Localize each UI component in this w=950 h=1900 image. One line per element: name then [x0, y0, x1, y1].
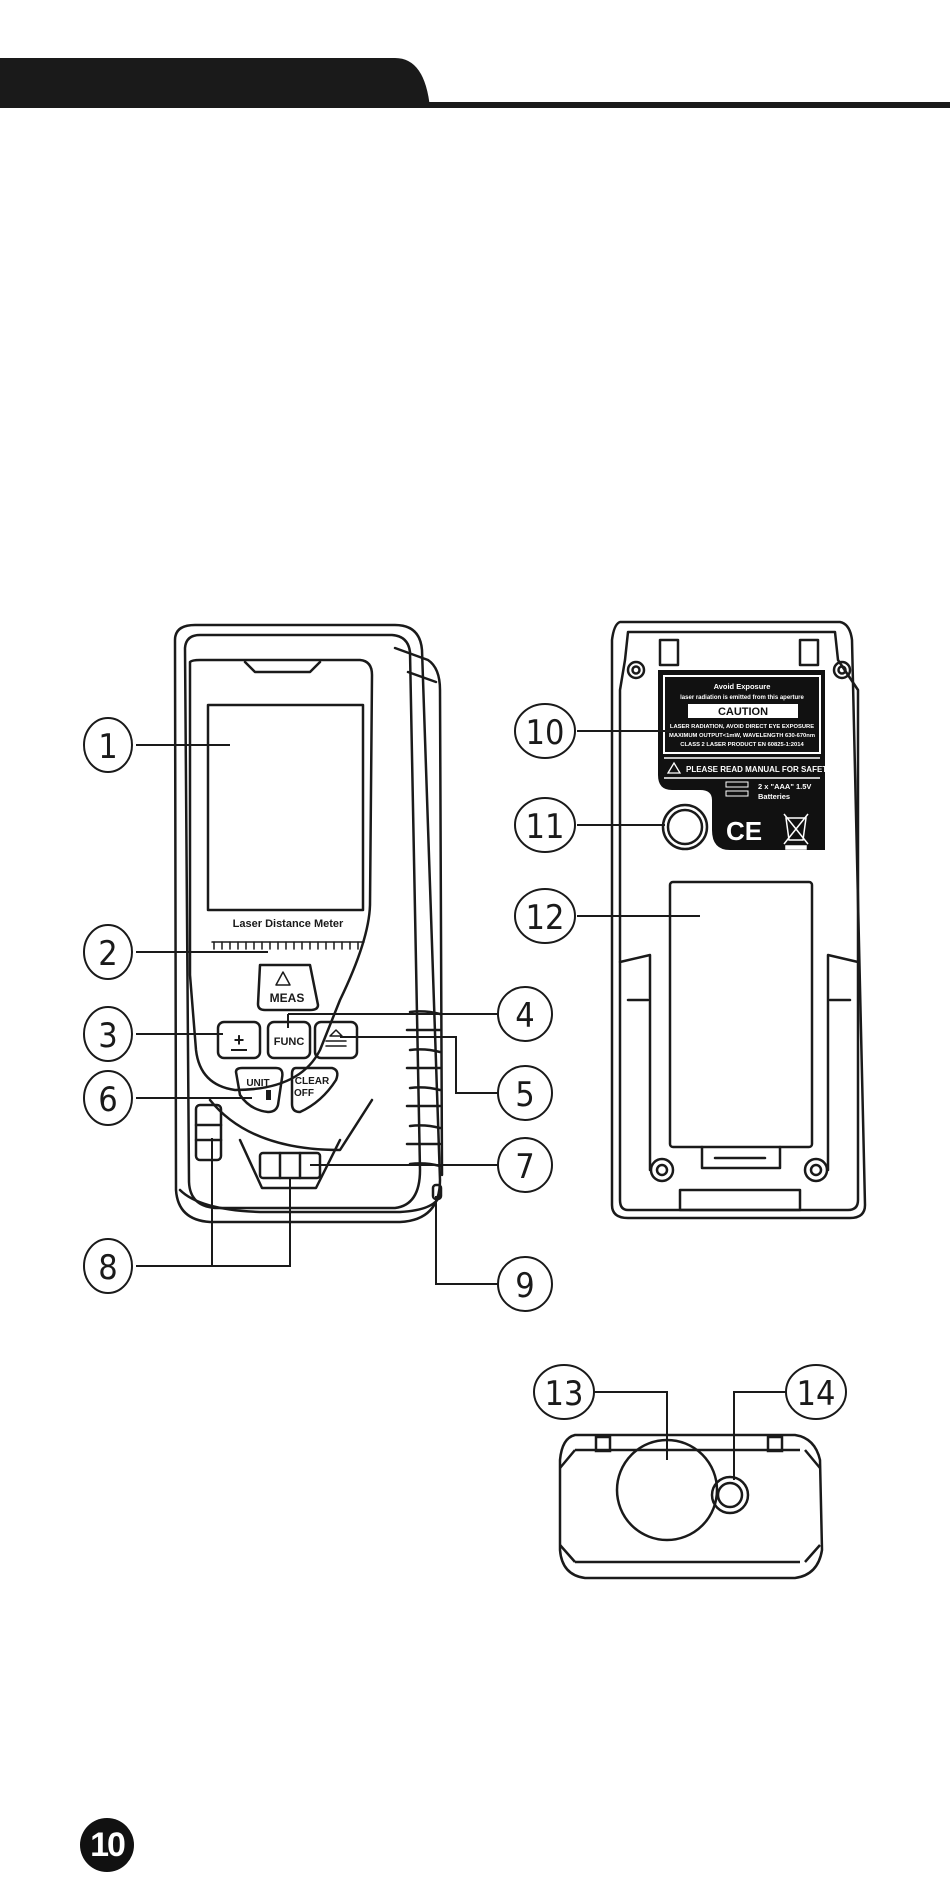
plus-minus-button: [216, 1020, 262, 1060]
label-caution: CAUTION: [718, 706, 768, 718]
memory-button: [313, 1020, 359, 1060]
screw-tl: [626, 660, 646, 680]
label-ce-mark: CE: [726, 816, 762, 846]
lcd-screen: [206, 703, 365, 912]
callout-9: [497, 1256, 553, 1312]
callout-6: [83, 1070, 133, 1126]
callout-8-number: 8: [98, 1248, 117, 1288]
label-line2: MAXIMUM OUTPUT<1mW, WAVELENGTH 630-670nm: [669, 733, 815, 739]
meas-label: MEAS: [270, 991, 305, 1005]
callout-10: [514, 703, 576, 759]
screw-br: [803, 1157, 829, 1183]
label-battery-line2: Batteries: [758, 792, 790, 801]
callout-1: [83, 717, 133, 773]
bottom-view: [558, 1433, 824, 1580]
ruler-ticks: [211, 941, 365, 950]
func-label: FUNC: [274, 1036, 305, 1048]
callout-8: [83, 1238, 133, 1294]
side-level-vial: [194, 1103, 223, 1162]
callout-9-number: 9: [515, 1266, 534, 1306]
screen-title: Laser Distance Meter: [233, 918, 344, 930]
leader-lines: [136, 730, 790, 1480]
label-line1: LASER RADIATION, AVOID DIRECT EYE EXPOSU…: [670, 724, 814, 730]
callout-4: [497, 986, 553, 1042]
label-aperture-text: laser radiation is emitted from this ape…: [680, 695, 804, 701]
plus-minus-label: +: [234, 1030, 245, 1050]
callout-3: [83, 1006, 133, 1062]
screw-tr: [832, 660, 852, 680]
tripod-mount: [661, 803, 709, 851]
label-battery-line1: 2 x "AAA" 1.5V: [758, 782, 811, 791]
callout-1-number: 1: [98, 727, 117, 767]
callout-11: [514, 797, 576, 853]
unit-label: UNIT: [246, 1078, 269, 1089]
callout-circles: [83, 703, 847, 1420]
label-read-manual: PLEASE READ MANUAL FOR SAFETY.: [686, 765, 834, 774]
clear-label: CLEAR: [295, 1076, 330, 1087]
page-number-badge: 10: [80, 1818, 134, 1872]
callout-7: [497, 1137, 553, 1193]
laser-emitter: [710, 1475, 750, 1515]
off-label: OFF: [294, 1088, 314, 1099]
back-device: [610, 620, 867, 1220]
callout-13: [533, 1364, 595, 1420]
callout-numbers: 1 2 3 4 5 6 7 8 9 10 11 12 13 14: [98, 713, 835, 1414]
callout-12: [514, 888, 576, 944]
header-bar: [0, 58, 950, 108]
callout-2-number: 2: [98, 934, 117, 974]
callout-13-number: 13: [545, 1374, 584, 1414]
label-avoid-exposure: Avoid Exposure: [714, 682, 771, 691]
callout-14: [785, 1364, 847, 1420]
front-device: [173, 623, 444, 1224]
callout-3-number: 3: [98, 1016, 117, 1056]
callout-5: [497, 1065, 553, 1121]
callout-11-number: 11: [526, 807, 565, 847]
safety-label: Avoid Exposure laser radiation is emitte…: [658, 670, 834, 850]
callout-6-number: 6: [98, 1080, 117, 1120]
callout-12-number: 12: [526, 898, 565, 938]
weee-bin-icon: [783, 813, 809, 850]
screw-bl: [649, 1157, 675, 1183]
callout-2: [83, 924, 133, 980]
unit-button: [234, 1066, 284, 1114]
callout-7-number: 7: [515, 1147, 534, 1187]
callout-5-number: 5: [515, 1075, 534, 1115]
callout-14-number: 14: [797, 1374, 836, 1414]
clear-off-button: [290, 1066, 339, 1114]
label-line3: CLASS 2 LASER PRODUCT EN 60825-1:2014: [680, 742, 804, 748]
callout-10-number: 10: [526, 713, 565, 753]
callout-4-number: 4: [515, 996, 534, 1036]
battery-cover: [668, 880, 814, 1149]
meas-button: [256, 963, 320, 1012]
